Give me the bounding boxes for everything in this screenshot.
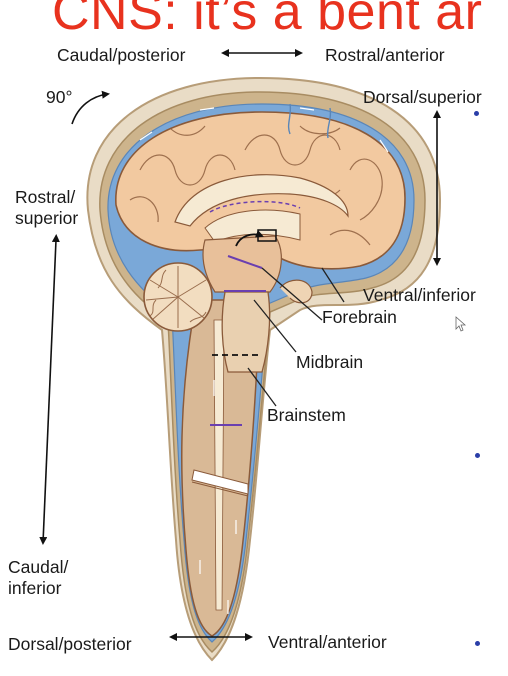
mouse-cursor-icon	[455, 316, 467, 332]
bullet-dot	[475, 453, 480, 458]
label-rostral-superior-line1: Rostral/	[15, 187, 76, 207]
bullet-dot	[475, 641, 480, 646]
label-brainstem: Brainstem	[267, 405, 346, 425]
label-dorsal-superior: Dorsal/superior	[363, 87, 482, 107]
label-rotation-90: 90°	[46, 87, 73, 107]
diencephalon	[202, 235, 282, 293]
label-rostral-superior: Rostral/ superior	[15, 187, 78, 228]
corpus-callosum	[174, 174, 349, 227]
slide-title: CNS: it’s a bent ar	[52, 0, 483, 41]
label-ventral-anterior-bottom: Ventral/anterior	[268, 632, 387, 652]
label-forebrain: Forebrain	[322, 307, 397, 327]
arrow-rostral-caudal-left	[39, 234, 60, 545]
label-caudal-inferior-line2: inferior	[8, 577, 62, 598]
division-lines	[210, 255, 266, 426]
label-dorsal-posterior-bottom: Dorsal/posterior	[8, 634, 132, 654]
leader-lines	[247, 267, 345, 407]
brainstem-body	[221, 291, 271, 373]
label-caudal-inferior-line1: Caudal/	[8, 557, 69, 577]
cord-cut-band	[191, 469, 249, 495]
blood-vessels	[287, 103, 332, 139]
cerebellum-folia	[145, 266, 207, 328]
label-caudal-inferior: Caudal/ inferior	[8, 557, 68, 598]
label-rostral-superior-line2: superior	[15, 207, 79, 228]
label-midbrain: Midbrain	[296, 352, 364, 372]
central-canal	[213, 319, 225, 611]
label-caudal-posterior-top: Caudal/posterior	[57, 45, 186, 65]
label-ventral-inferior: Ventral/inferior	[363, 285, 476, 305]
csf-flow-arrows	[139, 107, 389, 614]
arrow-rotation-90	[71, 90, 110, 125]
label-rostral-anterior-top: Rostral/anterior	[325, 45, 445, 65]
pituitary	[279, 279, 313, 304]
bullet-dot	[474, 111, 479, 116]
